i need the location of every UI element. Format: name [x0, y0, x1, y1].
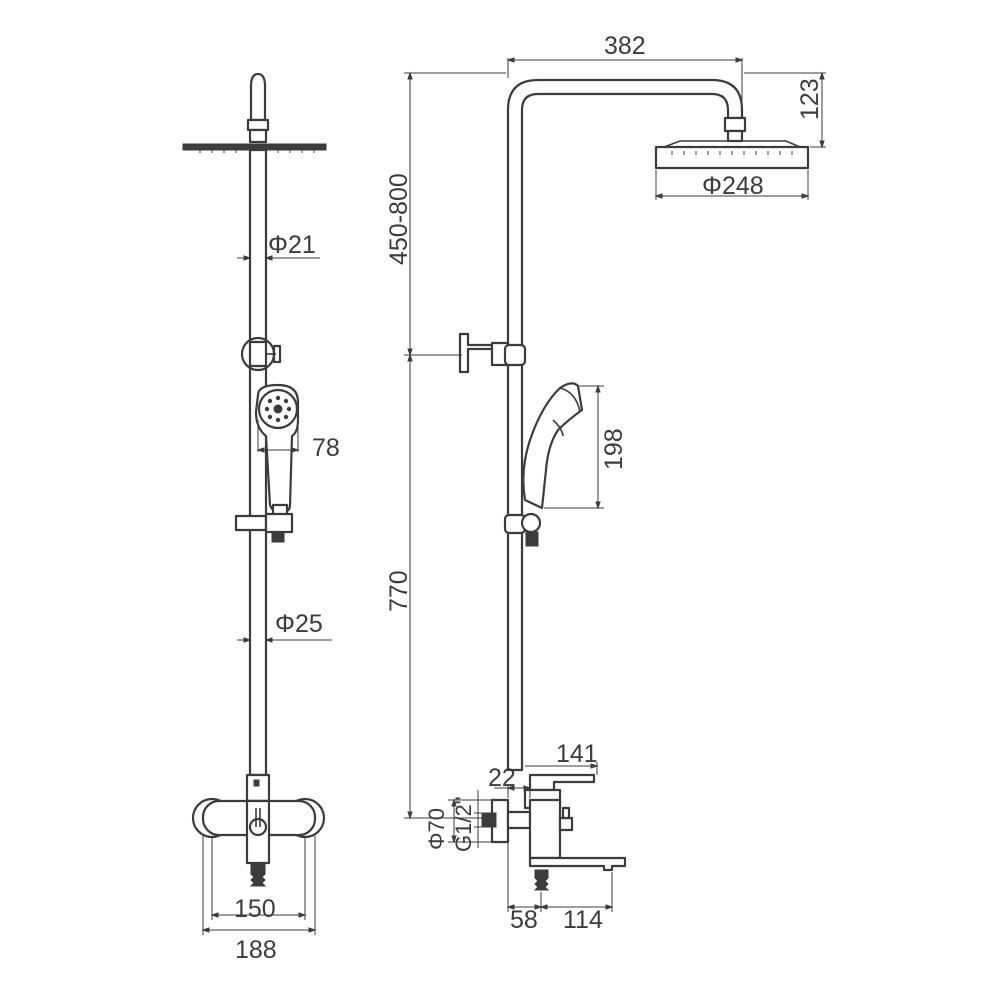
side-bath-outlet	[533, 869, 550, 891]
side-diverter-cap	[561, 806, 571, 820]
dim-thread-g12: G1/2"	[451, 796, 476, 852]
side-inlet-thread	[481, 812, 497, 828]
riser-top-hook	[249, 72, 267, 122]
dim-pipe-d21: Φ21	[268, 231, 316, 259]
front-view	[182, 72, 327, 887]
side-lever-handle	[528, 773, 596, 792]
dim-arm-382: 382	[604, 32, 646, 60]
dim-handshower-78: 78	[312, 434, 340, 462]
head-connector	[248, 128, 268, 144]
side-hand-shower-flow	[552, 419, 564, 437]
side-shower-head	[654, 145, 810, 170]
side-bath-spout	[528, 856, 627, 872]
side-inlet-connector	[506, 810, 532, 830]
side-hand-shower	[522, 382, 584, 510]
side-mixer-body	[528, 798, 562, 860]
dim-spout-114: 114	[563, 906, 603, 934]
dim-height-770: 770	[385, 570, 413, 612]
slide-holder-cup	[264, 512, 294, 534]
side-bracket	[458, 332, 494, 374]
dim-spout-141: 141	[556, 740, 598, 768]
dim-offset-22: 22	[488, 764, 516, 792]
side-hose-connector	[525, 531, 539, 547]
dim-flange-d70: Φ70	[424, 808, 449, 850]
dim-overall-188: 188	[235, 936, 277, 964]
dim-drop-123: 123	[796, 78, 824, 120]
dim-wall-58: 58	[510, 906, 538, 934]
dim-height-450-800: 450-800	[385, 173, 413, 265]
slide-holder	[234, 514, 268, 532]
side-head-top	[663, 140, 801, 148]
side-bracket-collar	[503, 343, 527, 367]
mixer-handle-lever	[255, 808, 261, 827]
arm-swivel	[726, 129, 744, 143]
hand-shower-nozzles	[264, 395, 292, 423]
side-head-nozzles	[671, 151, 793, 155]
side-slide-knob	[520, 512, 542, 534]
side-view	[458, 78, 810, 891]
dim-centers-150: 150	[234, 895, 276, 923]
dim-handshower-198: 198	[600, 428, 628, 470]
diverter-block	[245, 773, 271, 803]
side-view-dimensions: 382 123 Φ248 450-800 770 198 141 22	[385, 32, 826, 934]
front-view-dimensions: Φ21 Φ25 78 150 188	[201, 231, 340, 964]
side-diverter-knob	[558, 816, 574, 832]
riser-top-nut	[246, 118, 270, 132]
front-shower-head-nozzles	[199, 150, 315, 153]
hose-connector	[271, 531, 285, 543]
front-riser-pipe	[248, 148, 268, 777]
dim-head-d248: Φ248	[702, 172, 764, 200]
wall-bracket-clamp	[248, 340, 268, 368]
dim-pipe-d25: Φ25	[275, 610, 323, 638]
arm-nut	[723, 116, 747, 133]
side-hand-shower-face	[559, 387, 581, 413]
bath-outlet	[249, 862, 267, 887]
mixer-handle-knob	[248, 817, 268, 837]
diverter-screw	[253, 779, 260, 787]
